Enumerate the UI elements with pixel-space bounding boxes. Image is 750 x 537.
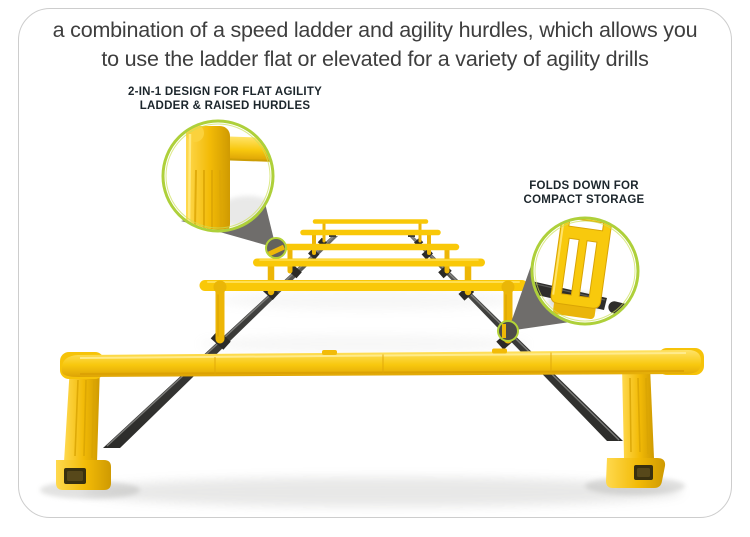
right-target-ring-icon [497, 320, 519, 342]
title-line-2: to use the ladder flat or elevated for a… [101, 47, 649, 71]
callout-flat-agility-label: 2-IN-1 DESIGN FOR FLAT AGILITY LADDER & … [127, 86, 323, 112]
page-title: a combination of a speed ladder and agil… [45, 16, 705, 74]
folded-hurdle-closeup-icon [530, 216, 640, 326]
title-line-1: a combination of a speed ladder and agil… [52, 18, 698, 42]
raised-hurdles [199, 219, 528, 344]
left-target-ring-icon [265, 237, 287, 259]
front-hurdle [56, 348, 704, 490]
callout-folds-down-label: FOLDS DOWN FOR COMPACT STORAGE [523, 180, 645, 206]
hurdle-corner-closeup-icon [161, 119, 275, 233]
